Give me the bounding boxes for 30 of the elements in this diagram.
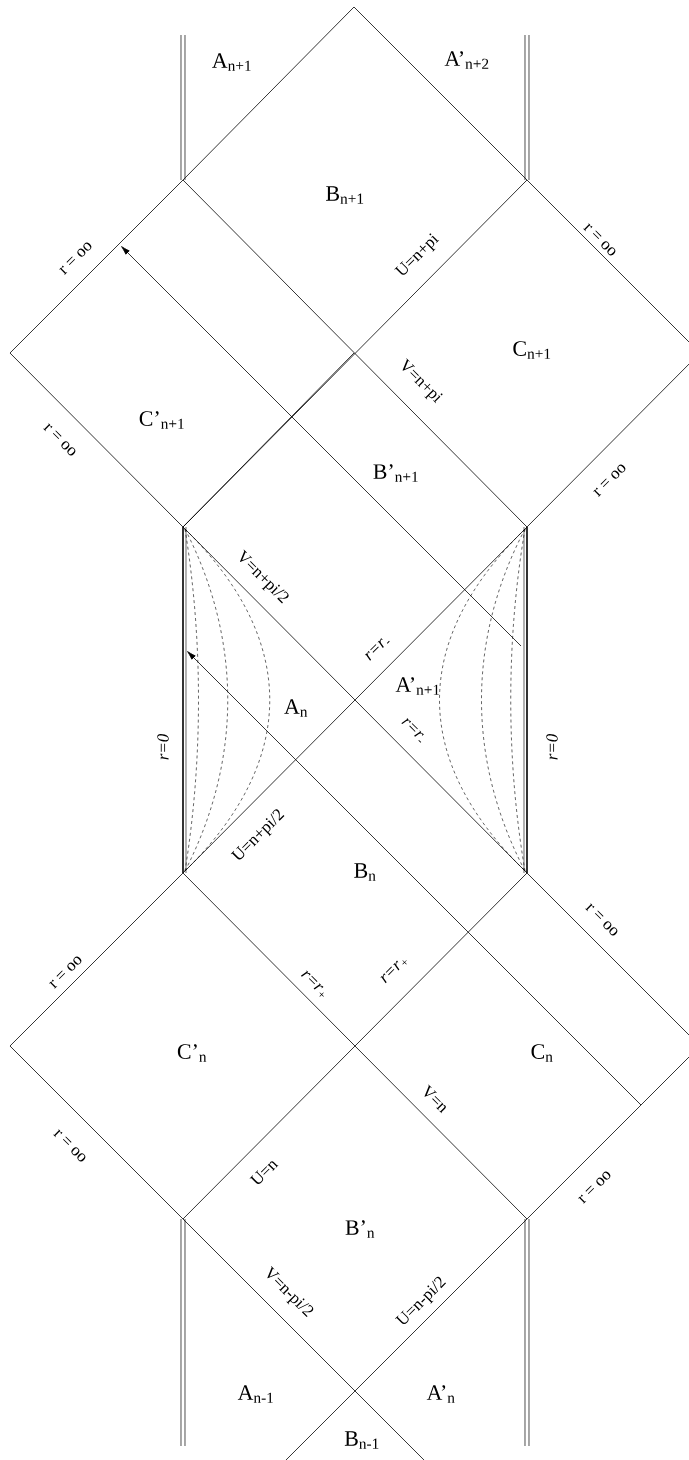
region-label: C$_{n+1}$ [513, 341, 551, 359]
region-label: B$_{n-1}$ [344, 1431, 379, 1449]
region-label: A’$_{n+1}$ [395, 677, 440, 695]
line-label: r = oo [583, 223, 616, 256]
line-label: r = oo [53, 1129, 86, 1162]
region-label: C$_{n}$ [531, 1044, 553, 1062]
line-label: r = oo [593, 464, 626, 497]
region-label: B’$_{n+1}$ [373, 464, 418, 482]
region-label: B$_{n}$ [354, 863, 376, 881]
line-label: U=n [249, 1161, 279, 1184]
line-label: r=r$_{+}$ [300, 970, 324, 997]
line-label: r=r$_{-}$ [401, 717, 424, 743]
line-label: r = oo [43, 423, 76, 456]
region-label: B$_{n+1}$ [326, 186, 364, 204]
region-label: C’$_{n}$ [177, 1044, 207, 1062]
line-label: r = oo [578, 1171, 611, 1204]
line-label: r = oo [585, 903, 618, 936]
line-label: r=r$_{+}$ [380, 960, 407, 984]
region-label: A’$_{n}$ [426, 1385, 455, 1403]
region-label: A$_{n-1}$ [237, 1385, 273, 1403]
region-label: C’$_{n+1}$ [139, 411, 184, 429]
line-label: r=0 [546, 734, 558, 760]
line-label: r=r$_{-}$ [364, 638, 390, 661]
region-label: A$_{n+1}$ [212, 53, 251, 71]
region-label: A’$_{n+2}$ [444, 51, 489, 69]
line-label: r = oo [49, 956, 82, 989]
region-label: A$_{n}$ [284, 699, 308, 717]
line-label: r = oo [59, 242, 92, 275]
region-label: B’$_{n}$ [345, 1220, 375, 1238]
line-label: r=0 [157, 734, 169, 760]
